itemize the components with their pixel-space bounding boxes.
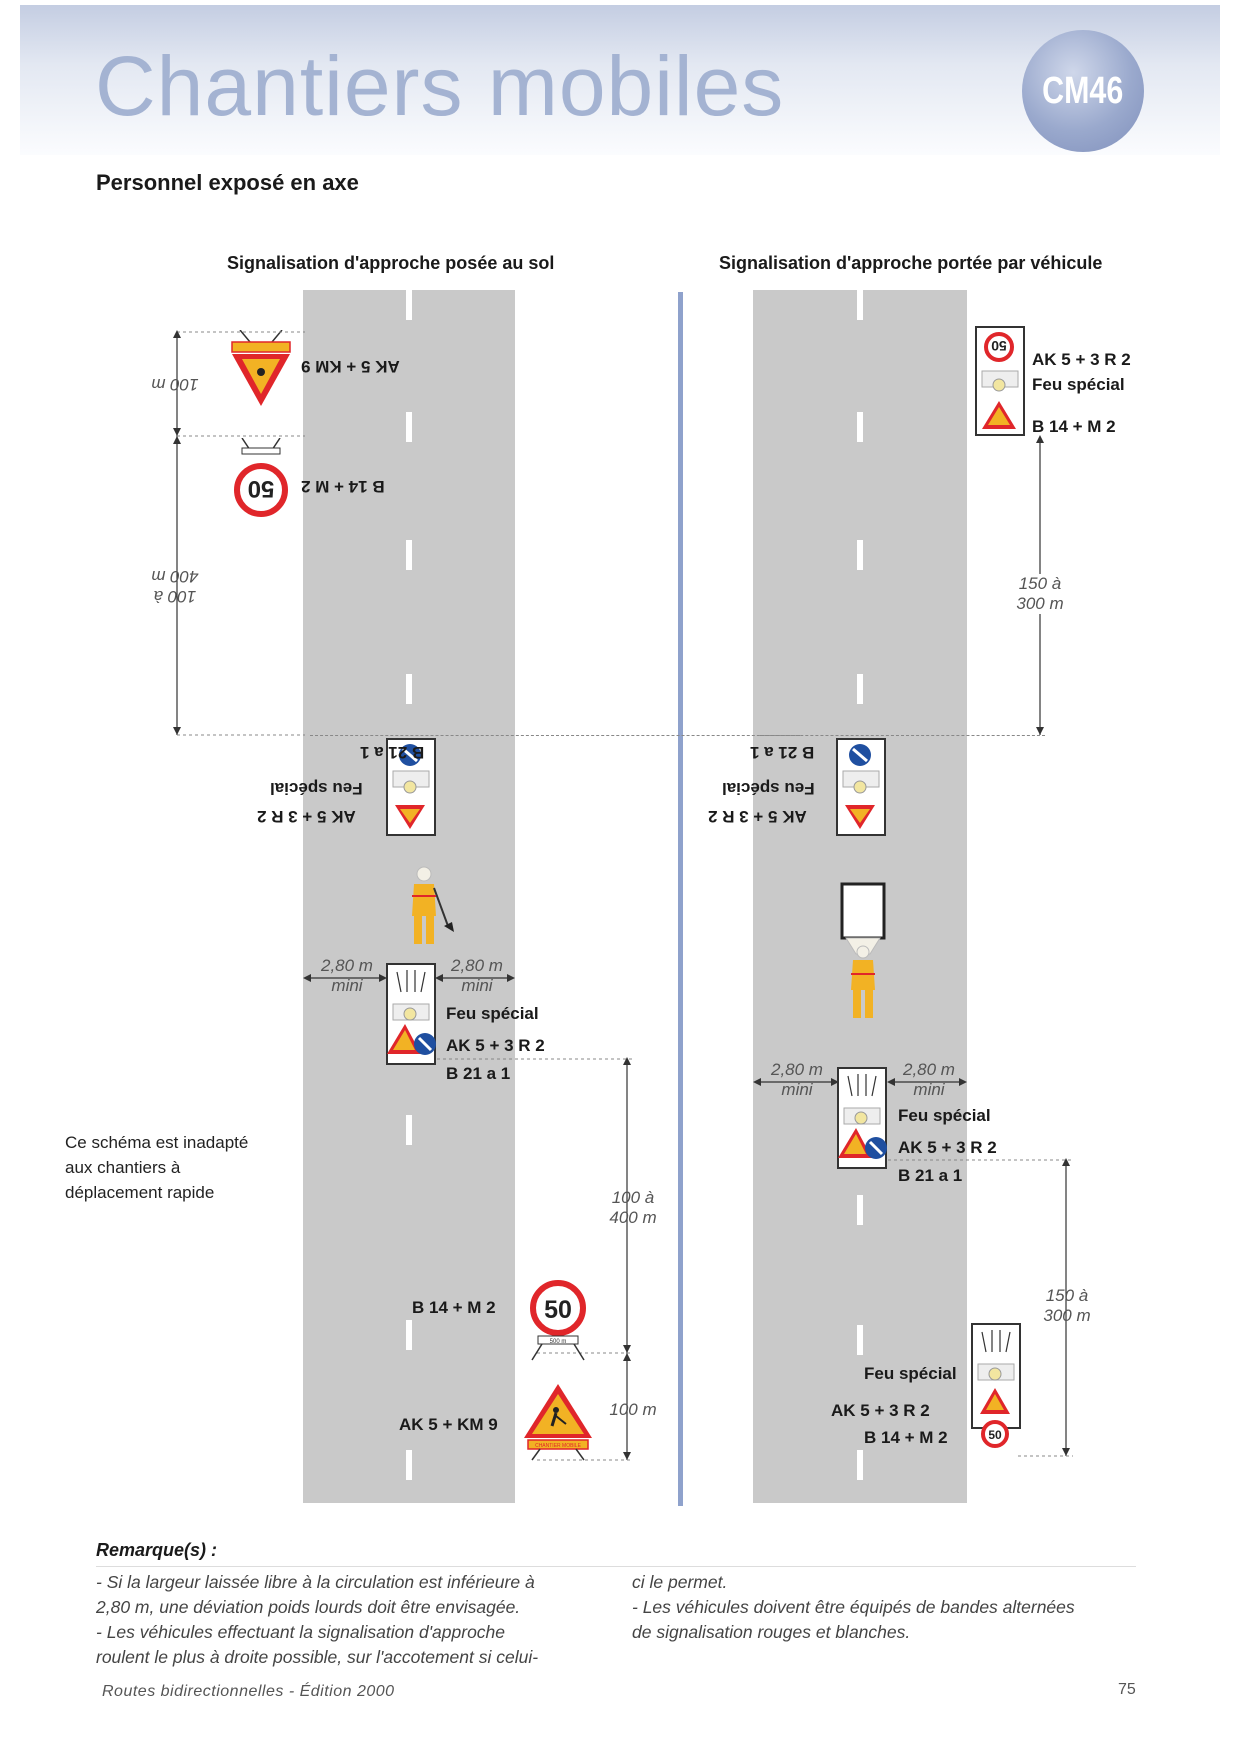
remarks-column-2: ci le permet. - Les véhicules doivent êt… <box>632 1572 1075 1642</box>
right-veh-label-feu: Feu spécial <box>722 779 815 798</box>
b14-speed-sign: 50 500 m <box>530 1280 586 1361</box>
approach-vehicle-bottom: 50 <box>971 1323 1021 1448</box>
scheme-separator <box>678 292 683 1506</box>
ak5-roadworks-sign: CHANTIER MOBILE <box>524 1384 592 1461</box>
right-top-distance: 150 à 300 m <box>1005 574 1075 614</box>
left-front-label-feu: Feu spécial <box>446 1004 539 1023</box>
remarks-title: Remarque(s) : <box>96 1540 218 1560</box>
left-width-arrows <box>303 974 515 982</box>
right-front-label-feu: Feu spécial <box>898 1106 991 1125</box>
left-bottom-distance-2: 100 m <box>609 1400 657 1419</box>
right-top-label-feu: Feu spécial <box>1032 375 1125 394</box>
left-top-ak-label: AK 5 + KM 9 <box>301 357 400 376</box>
left-top-distance-1: 100 m <box>151 375 199 394</box>
right-veh-label-b21: B 21 a 1 <box>750 743 815 762</box>
footer-source: Routes bidirectionnelles - Édition 2000 <box>102 1683 395 1700</box>
right-bottom-label-feu: Feu spécial <box>864 1364 957 1383</box>
page-subtitle: Personnel exposé en axe <box>96 170 359 195</box>
left-bottom-distance-1: 100 à 400 m <box>609 1188 657 1227</box>
header-band <box>20 5 1220 155</box>
left-width-left: 2,80 m mini <box>321 956 373 995</box>
right-bottom-dimension <box>888 1158 1073 1457</box>
right-speed-text: 50 <box>988 1428 1002 1442</box>
speed-limit-text: 50 <box>544 1296 572 1324</box>
left-front-label-ak: AK 5 + 3 R 2 <box>446 1036 545 1055</box>
protection-vehicle <box>386 963 436 1065</box>
approach-vehicle-top: 50 <box>975 326 1025 436</box>
right-width-left: 2,80 m mini <box>771 1060 823 1099</box>
worker-with-load-icon <box>840 882 886 1018</box>
badge-label: CM46 <box>1042 69 1124 112</box>
left-veh-label-feu: Feu spécial <box>270 779 363 798</box>
svg-text:50: 50 <box>991 338 1007 354</box>
left-front-label-b21: B 21 a 1 <box>446 1064 511 1083</box>
remarks-divider <box>96 1566 1136 1567</box>
right-front-label-ak: AK 5 + 3 R 2 <box>898 1138 997 1157</box>
left-road <box>303 290 515 1503</box>
plate-chantier-text: CHANTIER MOBILE <box>535 1443 582 1449</box>
left-bottom-dimension <box>437 1057 632 1461</box>
left-width-right: 2,80 m mini <box>451 956 503 995</box>
left-veh-label-b21: B 21 a 1 <box>360 743 425 762</box>
right-front-label-b21: B 21 a 1 <box>898 1166 963 1185</box>
plate-distance-text: 500 m <box>550 1339 567 1345</box>
left-top-b14-label: B 14 + M 2 <box>301 477 385 496</box>
b14-sign-inverted: 50 <box>234 438 288 517</box>
right-top-label-b14: B 14 + M 2 <box>1032 417 1116 436</box>
right-bottom-label-ak: AK 5 + 3 R 2 <box>831 1401 930 1420</box>
left-bottom-ak-label: AK 5 + KM 9 <box>399 1415 498 1434</box>
right-scheme-heading: Signalisation d'approche portée par véhi… <box>719 253 1103 273</box>
right-bottom-label-b14: B 14 + M 2 <box>864 1428 948 1447</box>
right-veh-label-ak: AK 5 + 3 R 2 <box>708 807 807 826</box>
chapter-badge: CM46 <box>1022 30 1144 152</box>
ak5-sign-inverted <box>231 330 291 406</box>
right-bottom-distance: 150 à 300 m <box>1043 1286 1091 1325</box>
right-width-arrows <box>753 1078 967 1086</box>
right-top-label-ak: AK 5 + 3 R 2 <box>1032 350 1131 369</box>
svg-text:50: 50 <box>248 475 275 502</box>
left-top-dimension <box>173 330 305 736</box>
left-bottom-b14-label: B 14 + M 2 <box>412 1298 496 1317</box>
signal-vehicle-inverted <box>386 738 436 836</box>
right-reference-line <box>760 735 1045 736</box>
left-scheme-heading: Signalisation d'approche posée au sol <box>227 253 555 273</box>
page-title: Chantiers mobiles <box>95 39 785 133</box>
worker-icon <box>412 866 454 944</box>
left-veh-label-ak: AK 5 + 3 R 2 <box>257 807 356 826</box>
side-note: Ce schéma est inadapté aux chantiers à d… <box>65 1133 249 1202</box>
left-reference-line <box>310 735 800 736</box>
right-width-right: 2,80 m mini <box>903 1060 955 1099</box>
left-top-distance-2: 100 à 400 m <box>151 567 199 606</box>
page-number: 75 <box>1118 1681 1136 1698</box>
remarks-column-1: - Si la largeur laissée libre à la circu… <box>96 1572 539 1667</box>
protection-vehicle-right <box>837 1067 887 1169</box>
signal-vehicle-inverted-right <box>836 738 886 836</box>
